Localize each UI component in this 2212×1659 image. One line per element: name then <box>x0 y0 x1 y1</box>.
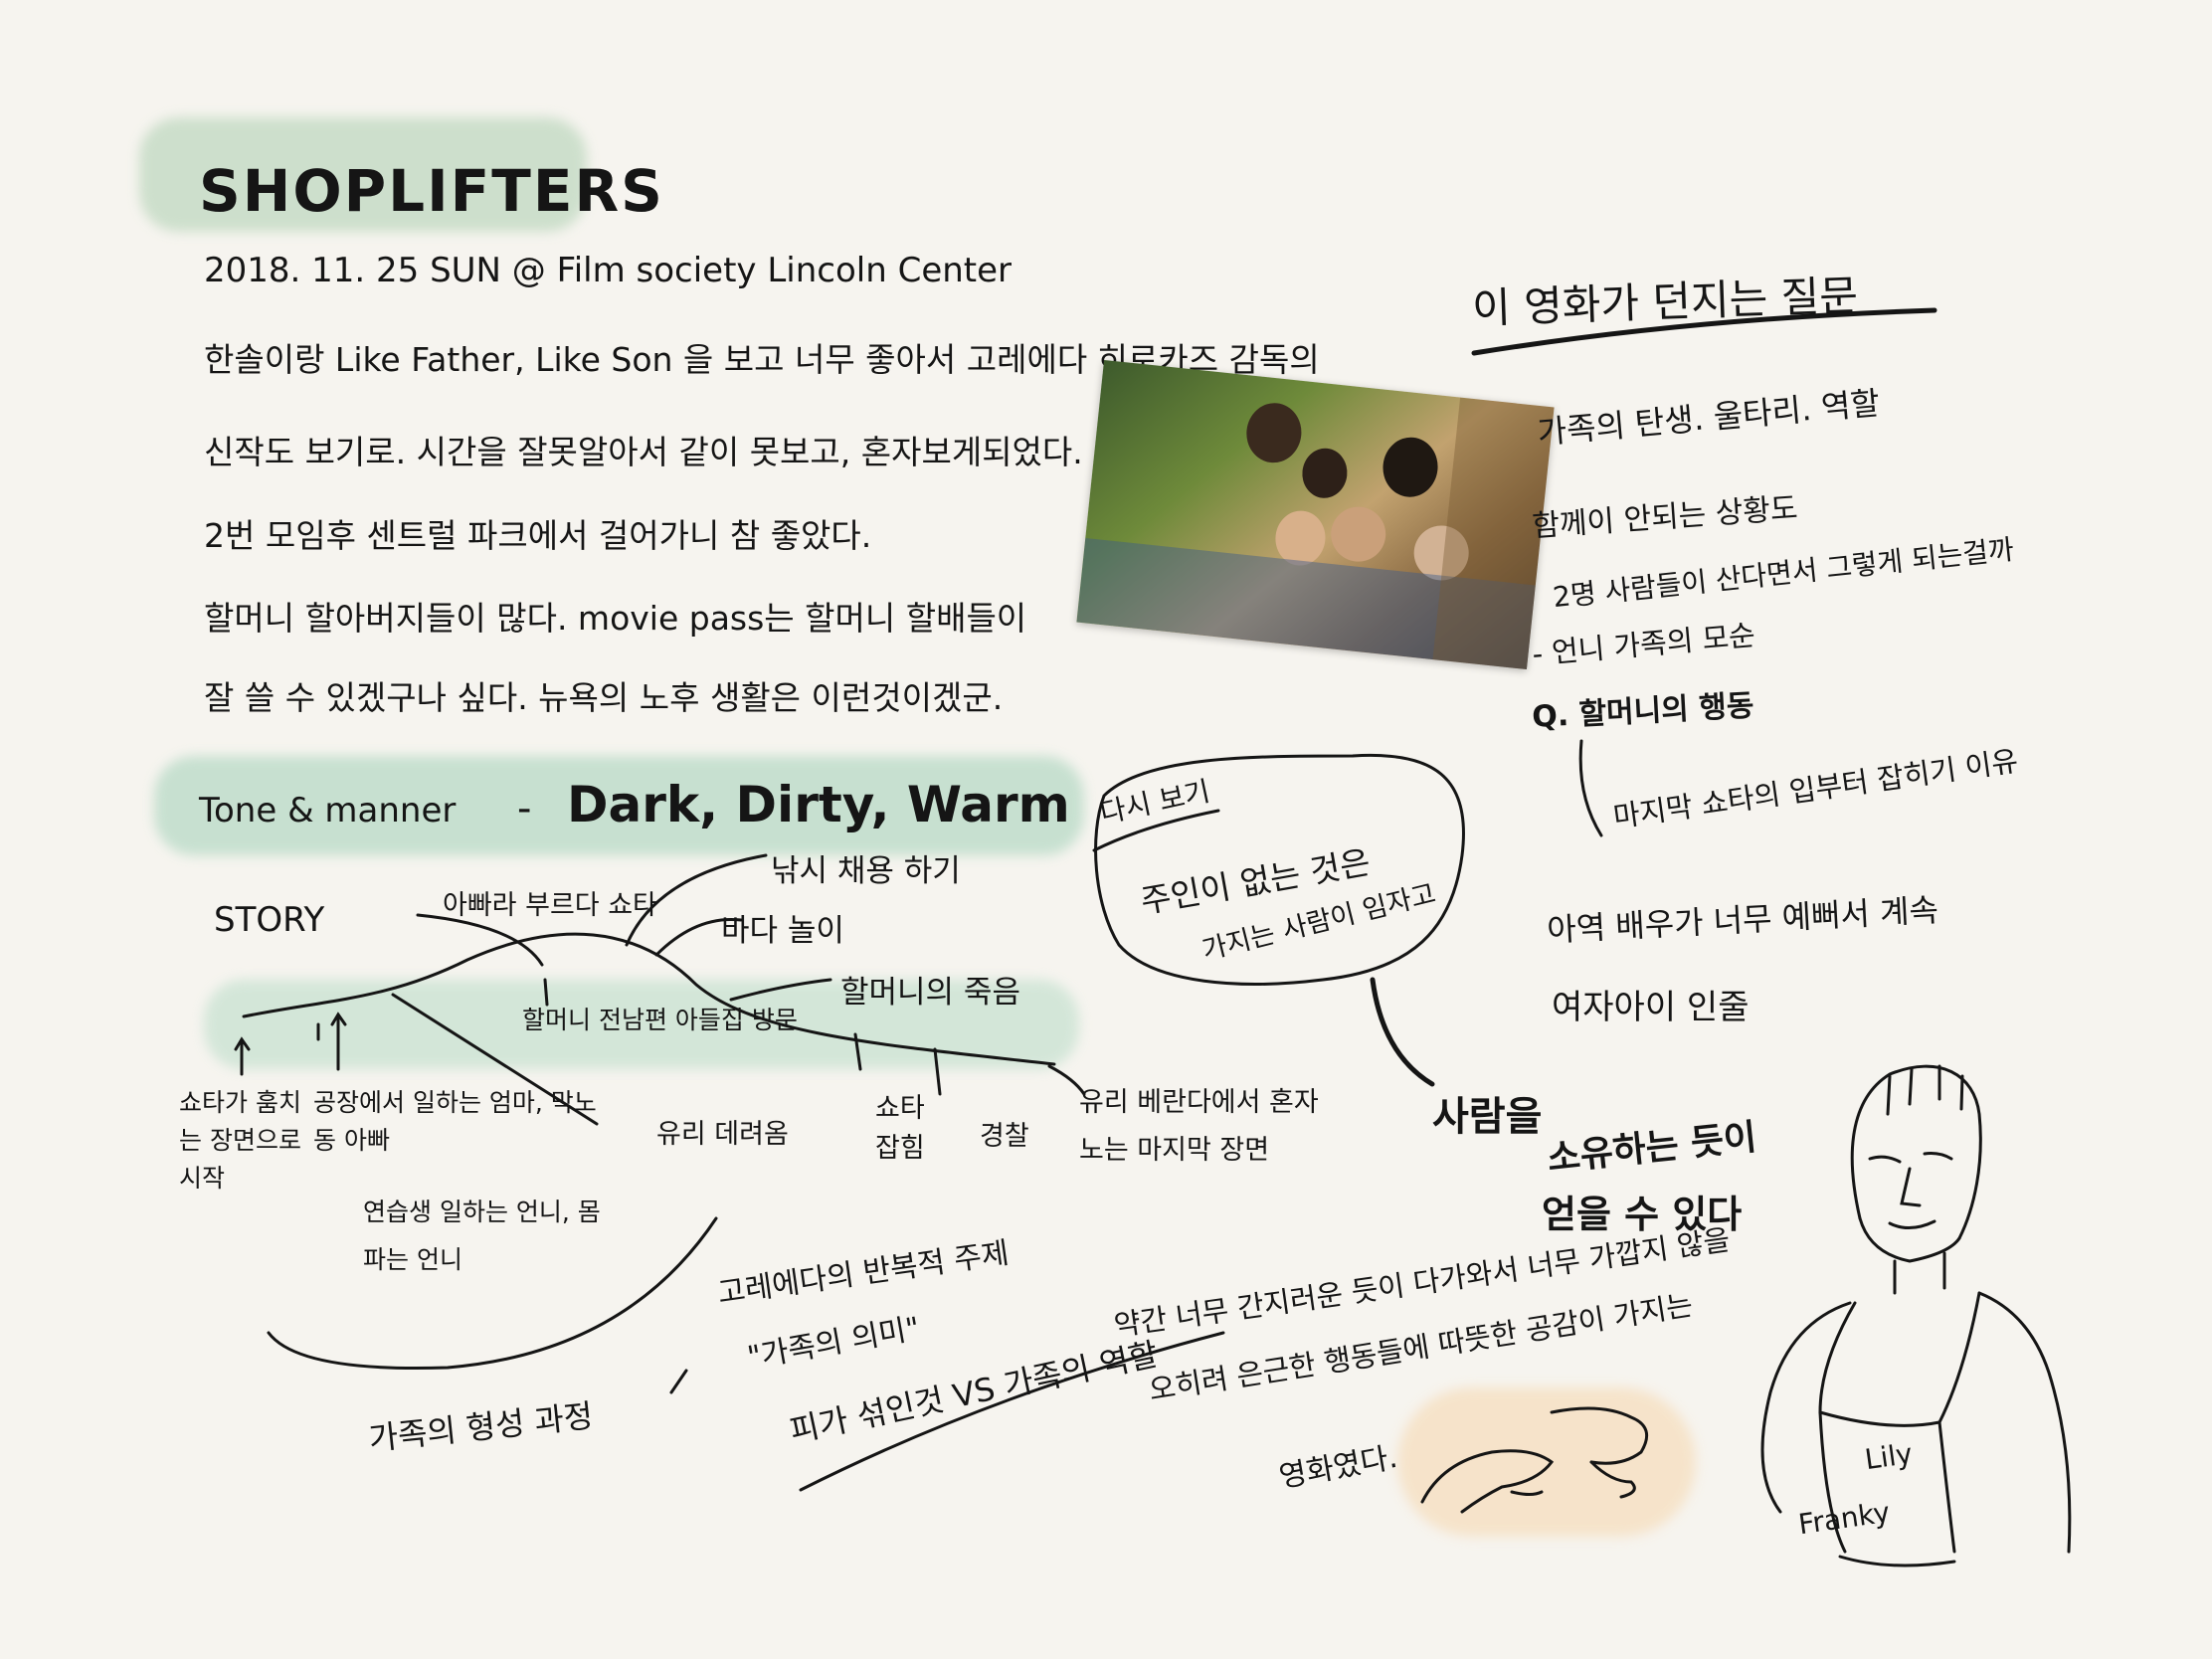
film-still-photo <box>1076 359 1555 670</box>
diary-line-4: 할머니 할아버지들이 많다. movie pass는 할머니 할배들이 <box>204 599 1027 638</box>
diary-line-2: 신작도 보기로. 시간을 잘못알아서 같이 못보고, 혼자보게되었다. <box>204 433 1083 471</box>
story-point-3: 연습생 일하는 언니, 몸파는 언니 <box>363 1198 601 1274</box>
tone-dash: - <box>517 786 532 831</box>
story-point-1: 쇼타가 훔치는 장면으로 시작 <box>179 1088 301 1193</box>
story-wash <box>204 980 1079 1069</box>
hands-wash <box>1397 1387 1696 1537</box>
story-top-1: 아빠라 부르다 쇼타 <box>443 890 657 921</box>
story-point-8: 유리 베란다에서 혼자 노는 마지막 장면 <box>1079 1087 1319 1166</box>
person-note-3: 얻을 수 있다 <box>1542 1193 1743 1236</box>
page-title: SHOPLIFTERS <box>199 157 664 225</box>
story-point-4: 할머니 전남편 아들집 방문 <box>522 1006 798 1034</box>
story-top-3: 바다 놀이 <box>721 913 844 949</box>
tone-wash <box>154 756 1084 855</box>
person-note-1: 사람을 <box>1432 1094 1543 1140</box>
story-point-2: 공장에서 일하는 엄마, 막노동 아빠 <box>313 1088 597 1155</box>
story-top-4: 할머니의 죽음 <box>840 975 1020 1011</box>
story-point-6: 쇼타 잡힘 <box>875 1093 925 1164</box>
diary-line-5: 잘 쓸 수 있겠구나 싶다. 뉴욕의 노후 생활은 이런것이겠군. <box>204 678 1004 717</box>
shirt-text-1: Lily <box>1862 1436 1915 1477</box>
date-venue-line: 2018. 11. 25 SUN @ Film society Lincoln … <box>204 251 1013 290</box>
diary-line-3: 2번 모임후 센트럴 파크에서 걸어가니 참 좋았다. <box>204 516 872 555</box>
tone-value: Dark, Dirty, Warm <box>567 776 1070 833</box>
title-wash <box>139 117 587 232</box>
story-label: STORY <box>214 900 325 940</box>
story-point-7: 경찰 <box>980 1121 1029 1152</box>
actress-note-2: 여자아이 인줄 <box>1552 988 1750 1027</box>
story-top-2: 낚시 채용 하기 <box>771 853 961 889</box>
story-point-5: 유리 데려옴 <box>656 1119 789 1150</box>
tone-label: Tone & manner <box>199 791 457 830</box>
